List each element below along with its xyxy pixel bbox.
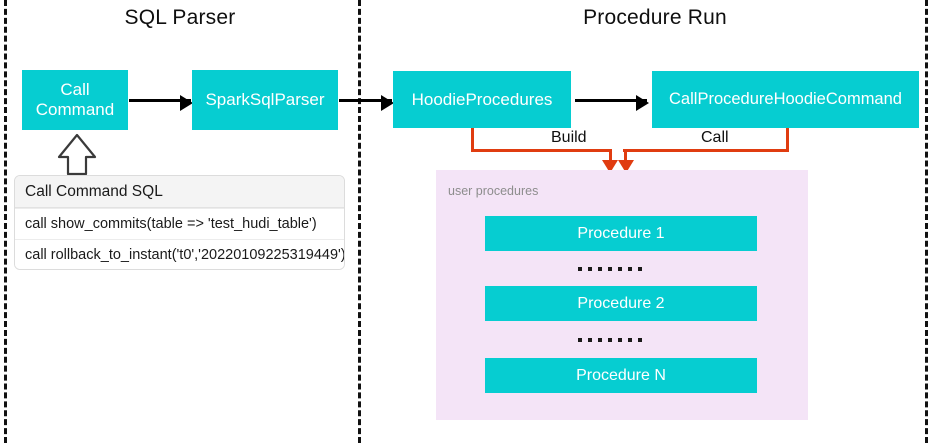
procedure-item[interactable]: Procedure N bbox=[485, 358, 757, 393]
section-title-procedure-run: Procedure Run bbox=[583, 6, 727, 29]
divider-middle bbox=[358, 0, 361, 443]
procedure-ellipsis bbox=[578, 338, 642, 342]
edge-label-build: Build bbox=[546, 129, 592, 147]
node-call-procedure-hoodie-command[interactable]: CallProcedureHoodieCommand bbox=[652, 71, 919, 128]
divider-left bbox=[4, 0, 7, 443]
user-procedures-label: user procedures bbox=[448, 184, 539, 198]
arrow-spark-sql-parser-to-hoodie-procedures bbox=[339, 95, 394, 111]
edge-label-call: Call bbox=[696, 129, 734, 147]
sql-table-row[interactable]: call show_commits(table => 'test_hudi_ta… bbox=[15, 208, 344, 239]
procedure-item[interactable]: Procedure 2 bbox=[485, 286, 757, 321]
arrow-hoodie-procedures-to-call-procedure-hoodie-command bbox=[575, 95, 649, 111]
call-command-sql-table: Call Command SQL call show_commits(table… bbox=[14, 175, 345, 270]
hollow-up-arrow-icon bbox=[56, 133, 98, 181]
arrow-call-command-to-spark-sql-parser bbox=[129, 95, 193, 111]
node-spark-sql-parser[interactable]: SparkSqlParser bbox=[192, 70, 338, 130]
node-call-command-line1: Call bbox=[60, 80, 90, 100]
procedure-item[interactable]: Procedure 1 bbox=[485, 216, 757, 251]
node-hoodie-procedures[interactable]: HoodieProcedures bbox=[393, 71, 571, 128]
connector-build-arrowhead bbox=[602, 160, 618, 173]
connector-build-bracket bbox=[471, 128, 611, 152]
procedure-ellipsis bbox=[578, 267, 642, 271]
connector-call-arrowhead bbox=[618, 160, 634, 173]
connector-build-stem bbox=[609, 149, 612, 166]
sql-table-row[interactable]: call rollback_to_instant('t0','202201092… bbox=[15, 239, 344, 269]
node-call-command-line2: Command bbox=[35, 100, 115, 119]
connector-call-stem bbox=[624, 149, 627, 166]
section-title-sql-parser: SQL Parser bbox=[124, 6, 236, 29]
connector-call-bracket bbox=[623, 128, 789, 152]
node-call-command[interactable]: Call Command bbox=[22, 70, 128, 130]
sql-table-header: Call Command SQL bbox=[15, 176, 344, 208]
divider-right bbox=[925, 0, 928, 443]
